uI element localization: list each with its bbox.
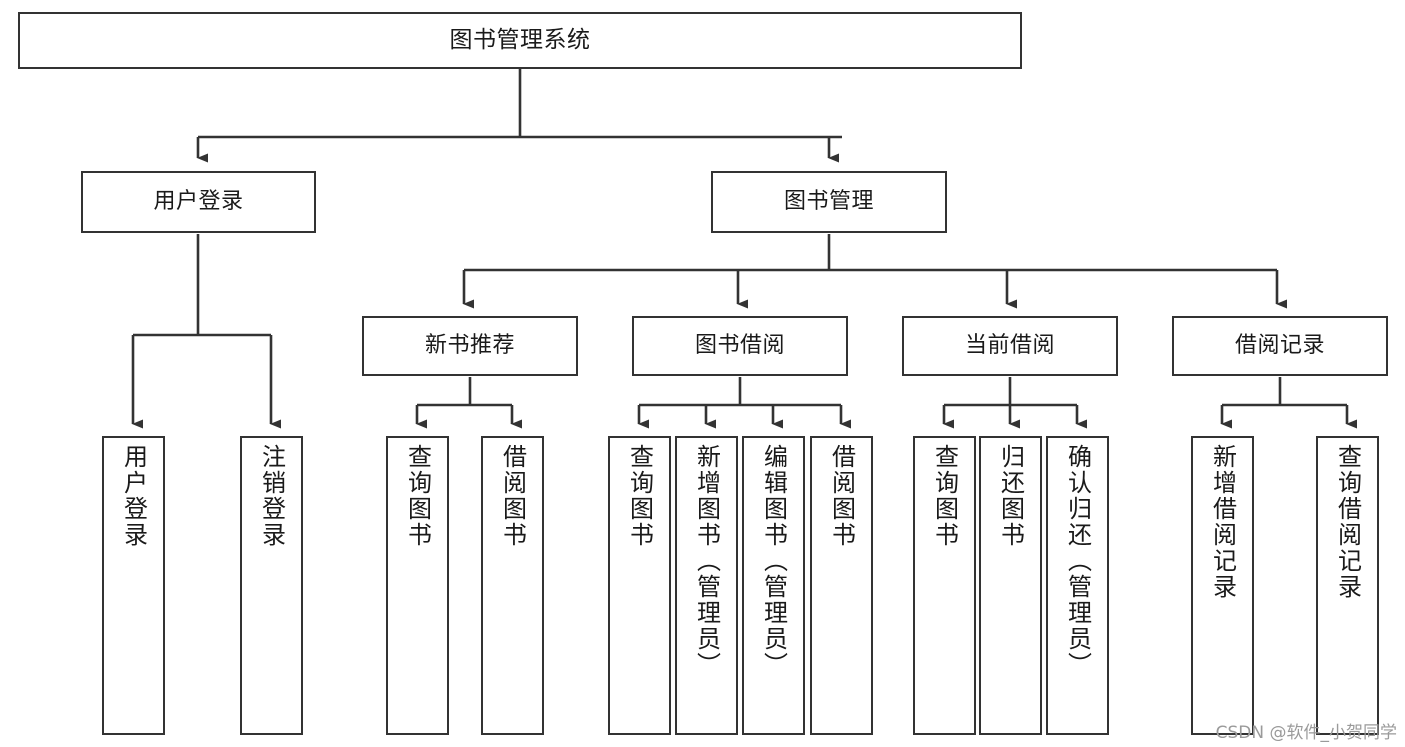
node-label: 新书推荐 (424, 333, 515, 359)
node-root-book-management-system[interactable]: 图书管理系统 (18, 12, 1022, 69)
node-leaf-add-book[interactable]: 新增图书（管理员） (675, 436, 738, 735)
node-label: 查询图书 (403, 444, 432, 548)
node-label: 借阅图书 (498, 444, 527, 548)
node-label: 借阅记录 (1234, 333, 1325, 359)
node-leaf-logout-login[interactable]: 注销登录 (240, 436, 303, 735)
node-current-borrow[interactable]: 当前借阅 (902, 316, 1118, 376)
csdn-watermark: CSDN @软件_小贺同学 (1215, 723, 1397, 743)
node-book-manage[interactable]: 图书管理 (711, 171, 947, 233)
node-leaf-confirm-return[interactable]: 确认归还（管理员） (1046, 436, 1109, 735)
node-label: 注销登录 (257, 444, 286, 548)
node-leaf-query-book-recommend[interactable]: 查询图书 (386, 436, 449, 735)
node-label: 查询借阅记录 (1333, 444, 1362, 600)
node-leaf-query-book-borrow[interactable]: 查询图书 (608, 436, 671, 735)
node-leaf-user-login[interactable]: 用户登录 (102, 436, 165, 735)
node-label: 图书管理 (783, 189, 874, 215)
node-leaf-return-book[interactable]: 归还图书 (979, 436, 1042, 735)
node-label: 用户登录 (153, 189, 244, 215)
node-new-book-recommend[interactable]: 新书推荐 (362, 316, 578, 376)
node-label: 确认归还（管理员） (1063, 444, 1092, 678)
node-label: 图书管理系统 (449, 26, 591, 53)
node-label: 查询图书 (625, 444, 654, 548)
node-label: 编辑图书（管理员） (759, 444, 788, 678)
node-leaf-query-borrow-record[interactable]: 查询借阅记录 (1316, 436, 1379, 735)
node-label: 图书借阅 (694, 333, 785, 359)
node-label: 当前借阅 (964, 333, 1055, 359)
node-label: 新增借阅记录 (1208, 444, 1237, 600)
node-borrow-record[interactable]: 借阅记录 (1172, 316, 1388, 376)
node-label: 借阅图书 (827, 444, 856, 548)
node-leaf-query-book-current[interactable]: 查询图书 (913, 436, 976, 735)
node-label: 归还图书 (996, 444, 1025, 548)
node-leaf-add-borrow-record[interactable]: 新增借阅记录 (1191, 436, 1254, 735)
node-leaf-borrow-book[interactable]: 借阅图书 (810, 436, 873, 735)
node-leaf-borrow-book-recommend[interactable]: 借阅图书 (481, 436, 544, 735)
node-label: 查询图书 (930, 444, 959, 548)
node-label: 新增图书（管理员） (692, 444, 721, 678)
node-user-login[interactable]: 用户登录 (81, 171, 316, 233)
node-leaf-edit-book[interactable]: 编辑图书（管理员） (742, 436, 805, 735)
node-book-borrow[interactable]: 图书借阅 (632, 316, 848, 376)
node-label: 用户登录 (119, 444, 148, 548)
